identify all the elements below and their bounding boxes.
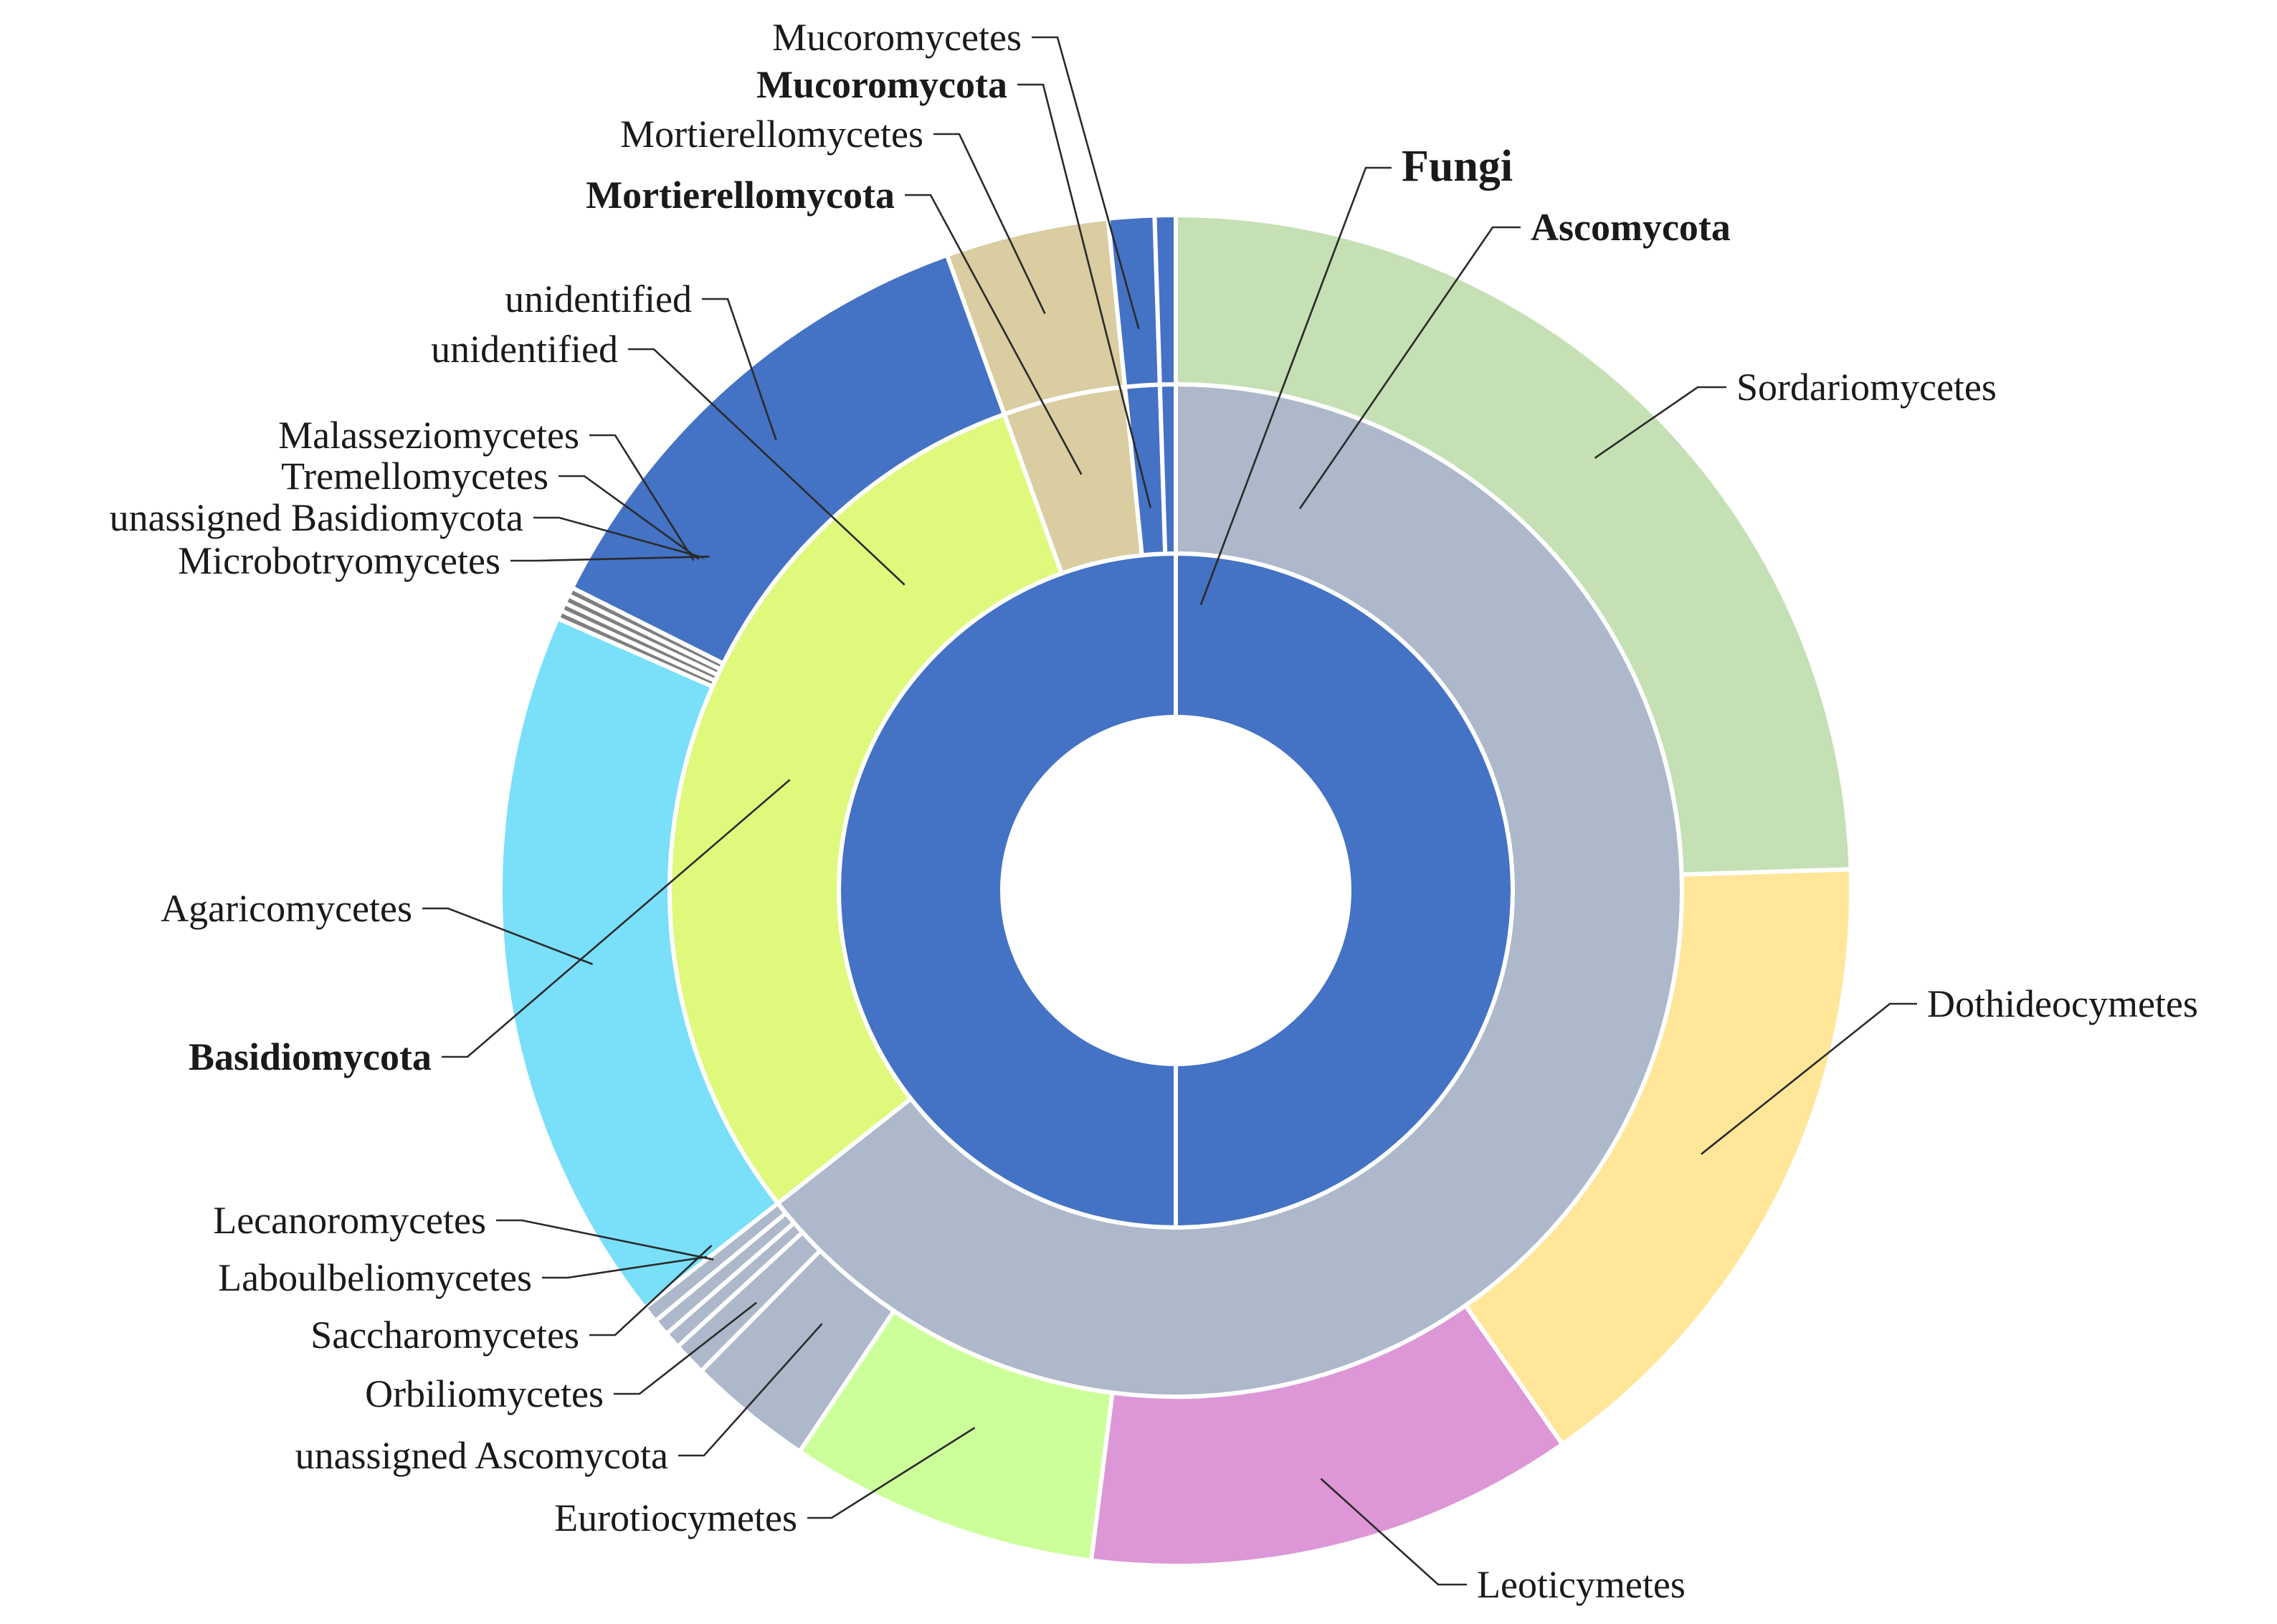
leader-fungi-0 xyxy=(1199,166,1392,605)
leader-mortierellomycota-19 xyxy=(905,194,1083,475)
label-mucoromycetes-22: Mucoromycetes xyxy=(772,16,1022,59)
ring-phylum-blank xyxy=(1157,381,1178,556)
leader-leoticymetes-4 xyxy=(1320,1478,1467,1586)
leader-dothideocymetes-3 xyxy=(1701,1002,1917,1155)
label-sordariomycetes-2: Sordariomycetes xyxy=(1736,366,1997,409)
leader-lecanoromycetes-10 xyxy=(496,1219,714,1260)
label-saccharomycetes-8: Saccharomycetes xyxy=(310,1314,579,1357)
leader-eurotiocymetes-5 xyxy=(807,1427,976,1519)
leader-sordariomycetes-2 xyxy=(1594,386,1726,459)
label-laboulbeliomycetes-9: Laboulbeliomycetes xyxy=(218,1256,532,1299)
ring-class-sordariomycetes xyxy=(1174,212,1853,877)
label-unassigned-basidiomycota-14: unassigned Basidiomycota xyxy=(110,496,523,539)
leader-laboulbeliomycetes-9 xyxy=(542,1255,708,1279)
leader-mortierellomycetes-20 xyxy=(933,133,1046,314)
label-agaricomycetes-12: Agaricomycetes xyxy=(161,887,412,930)
leader-unassigned-ascomycota-6 xyxy=(678,1323,823,1457)
leader-microbotryomycetes-13 xyxy=(510,556,710,562)
segment-labels: FungiAscomycotaSordariomycetesDothideocy… xyxy=(110,16,2198,1606)
leader-unidentified-18 xyxy=(702,298,777,441)
label-tremellomycetes-15: Tremellomycetes xyxy=(281,455,548,498)
label-lecanoromycetes-10: Lecanoromycetes xyxy=(213,1199,486,1242)
label-basidiomycota-11: Basidiomycota xyxy=(189,1035,432,1078)
label-dothideocymetes-3: Dothideocymetes xyxy=(1927,982,2198,1025)
leader-unassigned-basidiomycota-14 xyxy=(533,516,705,559)
label-mucoromycota-21: Mucoromycota xyxy=(756,63,1007,106)
label-microbotryomycetes-13: Microbotryomycetes xyxy=(178,539,500,582)
leader-mucoromycota-21 xyxy=(1017,83,1151,508)
label-leoticymetes-4: Leoticymetes xyxy=(1477,1563,1686,1606)
label-leader-lines xyxy=(422,36,1917,1586)
sunburst-rings xyxy=(498,212,1853,1568)
leader-orbiliomycetes-7 xyxy=(614,1301,757,1395)
leader-mucoromycetes-22 xyxy=(1032,36,1140,330)
leader-saccharomycetes-8 xyxy=(589,1245,713,1336)
label-mortierellomycota-19: Mortierellomycota xyxy=(586,174,895,217)
leader-ascomycota-1 xyxy=(1298,226,1521,510)
label-unidentified-17: unidentified xyxy=(431,328,618,371)
ring-class-blank xyxy=(1152,212,1178,387)
ring-class-agaricomycetes xyxy=(498,615,781,1311)
label-unassigned-ascomycota-6: unassigned Ascomycota xyxy=(295,1434,668,1477)
ring-class-dothideocymetes xyxy=(1462,867,1853,1448)
label-eurotiocymetes-5: Eurotiocymetes xyxy=(554,1496,797,1539)
leader-unidentified-17 xyxy=(628,348,905,586)
leader-malasseziomycetes-16 xyxy=(589,434,695,561)
label-orbiliomycetes-7: Orbiliomycetes xyxy=(365,1372,604,1415)
leader-basidiomycota-11 xyxy=(442,779,791,1058)
leader-agaricomycetes-12 xyxy=(422,907,593,965)
label-ascomycota-1: Ascomycota xyxy=(1531,206,1731,249)
label-unidentified-18: unidentified xyxy=(505,277,692,320)
label-mortierellomycetes-20: Mortierellomycetes xyxy=(620,113,923,156)
label-fungi-0: Fungi xyxy=(1402,142,1513,191)
leader-tremellomycetes-15 xyxy=(558,475,700,560)
label-malasseziomycetes-16: Malasseziomycetes xyxy=(278,414,579,457)
